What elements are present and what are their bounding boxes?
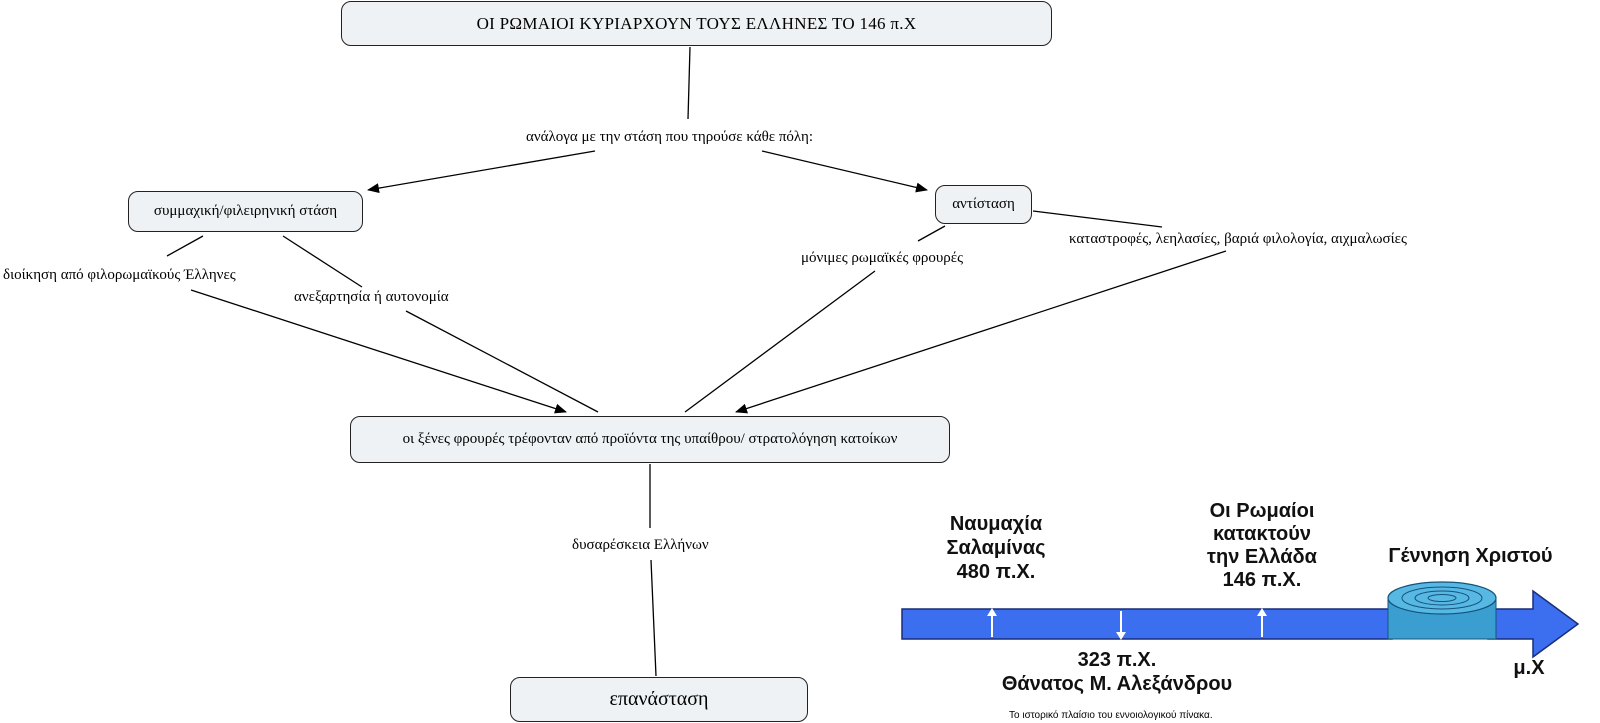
scroll-icon bbox=[1387, 581, 1497, 640]
timeline-bar bbox=[901, 608, 1393, 640]
node-allied-stance[interactable]: συμμαχική/φιλειρηνική στάση bbox=[128, 191, 363, 232]
timeline-arrowhead bbox=[1487, 589, 1580, 659]
root-node[interactable]: ΟΙ ΡΩΜΑΙΟΙ ΚΥΡΙΑΡΧΟΥΝ ΤΟΥΣ ΕΛΛΗΝΕΣ ΤΟ 14… bbox=[341, 1, 1052, 46]
timeline-event-birth-christ: Γέννηση Χριστού bbox=[1388, 545, 1553, 567]
timeline-event-146: Οι Ρωμαίοι κατακτούν την Ελλάδα 146 π.Χ. bbox=[1207, 500, 1317, 591]
link-label-discontent: δυσαρέσκεια Ελλήνων bbox=[572, 537, 709, 553]
timeline-end-label: μ.Χ bbox=[1513, 657, 1545, 679]
link-label-independence: ανεξαρτησία ή αυτονομία bbox=[294, 289, 449, 305]
node-resistance[interactable]: αντίσταση bbox=[935, 185, 1032, 224]
link-label-destruction: καταστροφές, λεηλασίες, βαριά φιλολογία,… bbox=[1069, 231, 1407, 247]
link-label-garrisons: μόνιμες ρωμαϊκές φρουρές bbox=[801, 250, 964, 266]
node-foreign-garrisons[interactable]: οι ξένες φρουρές τρέφονταν από προϊόντα … bbox=[350, 416, 950, 463]
link-label-root: ανάλογα με την στάση που τηρούσε κάθε πό… bbox=[526, 129, 814, 145]
link-label-administration: διοίκηση από φιλορωμαϊκούς Έλληνες bbox=[3, 267, 236, 283]
timeline-event-323: 323 π.Χ. Θάνατος Μ. Αλεξάνδρου bbox=[1001, 649, 1233, 695]
node-revolution[interactable]: επανάσταση bbox=[510, 677, 808, 722]
timeline-caption: Το ιστορικό πλαίσιο του εννοιολογικού πί… bbox=[1009, 710, 1213, 721]
timeline-event-480: Ναυμαχία Σαλαμίνας 480 π.Χ. bbox=[946, 513, 1046, 583]
